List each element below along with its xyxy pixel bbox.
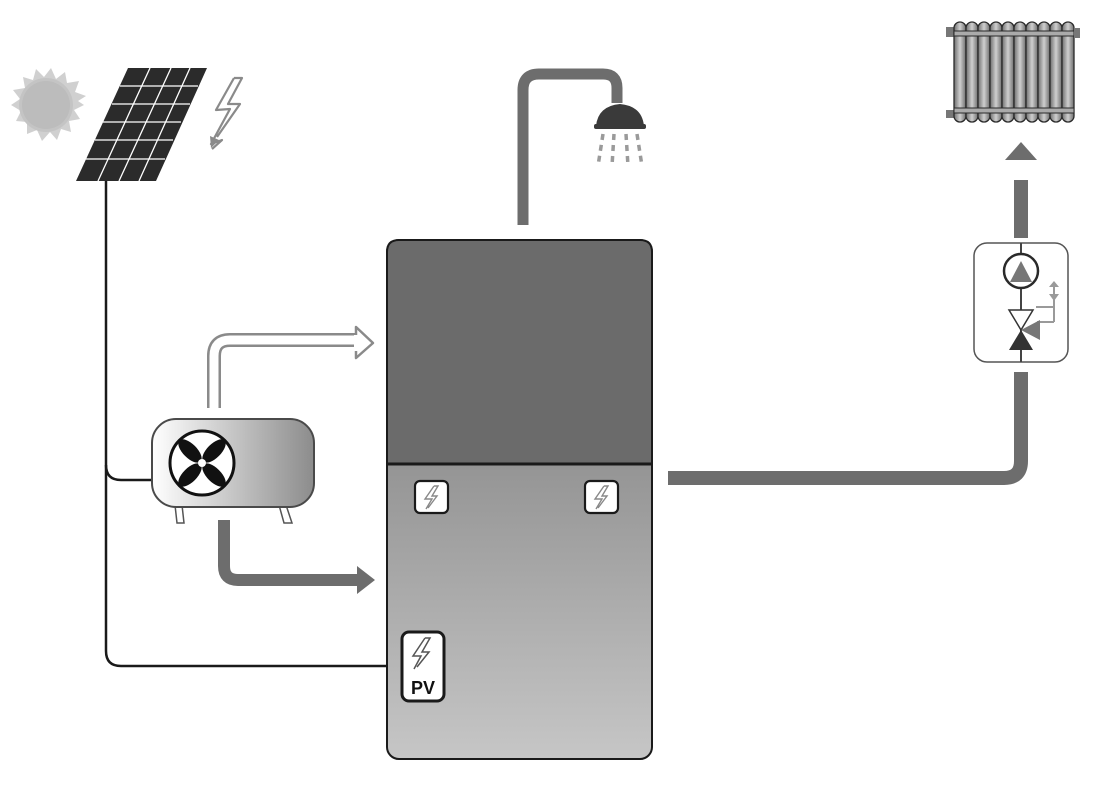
electric-heater-right: [583, 479, 620, 515]
fan-icon: [178, 439, 226, 487]
electrical-wiring: [104, 181, 402, 668]
storage-tank: [386, 239, 653, 760]
heating-circuit-pipe: [668, 180, 1028, 485]
heat-flow-arrow-lower: [218, 520, 375, 594]
solar-panel-icon: [76, 67, 207, 182]
sun-icon: [11, 68, 86, 141]
electric-heater-left: [413, 479, 450, 515]
shower-head-icon: [594, 104, 646, 167]
flow-arrow-up-icon: [1005, 142, 1037, 160]
radiator-icon: [946, 21, 1080, 123]
pv-label: PV: [411, 678, 435, 698]
lightning-bolt-icon: [209, 76, 244, 150]
circulation-pump-and-mixing-valve: [973, 242, 1069, 363]
heat-flow-arrow-upper: [207, 325, 375, 408]
heat-pump-outdoor-unit: [151, 418, 315, 524]
hot-water-pipe: [517, 68, 623, 225]
pv-heater-module: PV: [400, 630, 446, 703]
